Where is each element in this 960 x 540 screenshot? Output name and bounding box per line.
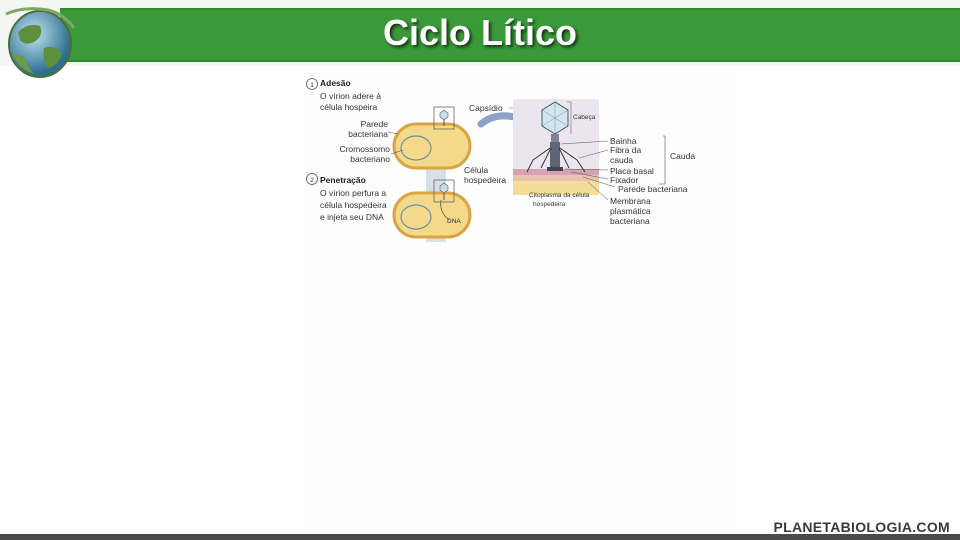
citoplasma-label-1: Citoplasma da célula xyxy=(529,192,590,199)
celula-hospedeira-label-2: hospedeira xyxy=(464,175,506,185)
phage-base-plate xyxy=(547,167,563,171)
step2-title: Penetração xyxy=(320,175,366,185)
virion-box-2 xyxy=(433,179,455,203)
step2-line1: O vírion perfura a xyxy=(320,188,386,198)
membrana-label-3: bacteriana xyxy=(610,216,650,226)
citoplasma-label-2: hospedeira xyxy=(533,201,566,208)
step1-line2: célula hospeira xyxy=(320,102,377,112)
footer-line xyxy=(0,534,960,540)
celula-hospedeira-label-1: Célula xyxy=(464,165,488,175)
fibra-label-2: cauda xyxy=(610,155,633,165)
capsideo-label: Capsídio xyxy=(469,103,503,113)
globe-icon xyxy=(5,7,76,78)
title-banner xyxy=(0,0,960,66)
virion-box-1 xyxy=(433,106,455,130)
chromosome-1 xyxy=(400,135,432,161)
brand-logo-text: PLANETABIOLOGIA.COM xyxy=(773,519,950,535)
membrana-label-1: Membrana xyxy=(610,196,651,206)
bacterial-cell-2 xyxy=(392,191,472,239)
parede-label-1: Parede xyxy=(361,119,389,129)
step1-number: 1 xyxy=(310,82,314,89)
phage-sheath xyxy=(550,142,560,168)
cabeca-label: Cabeça xyxy=(573,114,596,121)
chromosome-2 xyxy=(400,204,432,230)
cromossomo-label-1: Cromossomo xyxy=(339,144,390,154)
membrana-label-2: plasmática xyxy=(610,206,651,216)
placa-basal-label: Placa basal xyxy=(610,166,654,176)
step2-line2: célula hospedeira xyxy=(320,200,387,210)
dna-label: DNA xyxy=(447,218,461,225)
parede-label-2: bacteriana xyxy=(348,129,388,139)
cauda-label: Cauda xyxy=(670,151,695,161)
bainha-label: Bainha xyxy=(610,136,637,146)
step1-line1: O vírion adere à xyxy=(320,91,381,101)
step1-title: Adesão xyxy=(320,78,351,88)
step2-line3: e injeta seu DNA xyxy=(320,212,384,222)
step2-number: 2 xyxy=(310,177,314,184)
fibra-label-1: Fibra da xyxy=(610,145,641,155)
step2-number-circle xyxy=(306,173,318,185)
step1-number-circle xyxy=(306,78,318,90)
lytic-cycle-diagram: 1 Adesão O vírion adere à célula hospeir… xyxy=(306,78,695,242)
parede-bacteriana-label: Parede bacteriana xyxy=(618,184,688,194)
phage-zoom-panel xyxy=(513,99,599,195)
fixador-label: Fixador xyxy=(610,175,639,185)
slide-title: Ciclo Lítico xyxy=(382,12,577,53)
cromossomo-label-2: bacteriano xyxy=(350,154,390,164)
bacterial-cell-1 xyxy=(392,122,472,170)
banner-bar-inner xyxy=(60,10,960,60)
